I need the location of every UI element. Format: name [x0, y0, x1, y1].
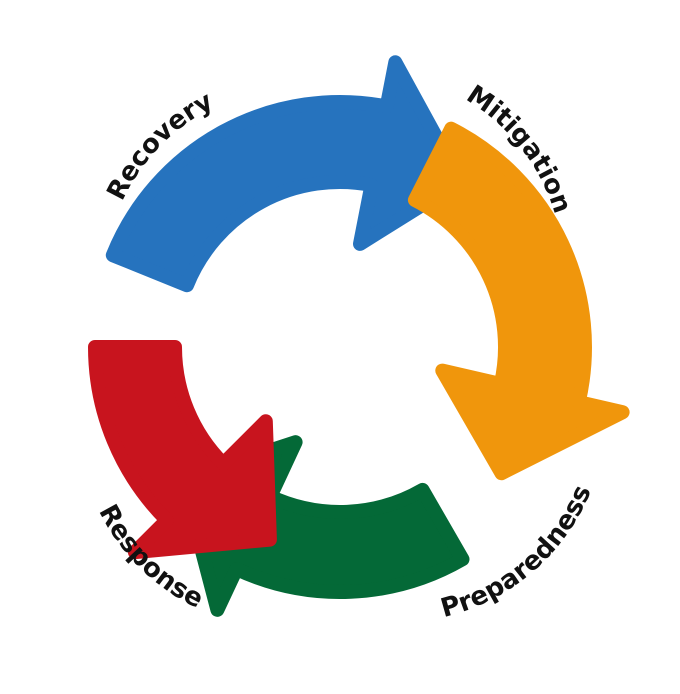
response-arrow-shape [88, 340, 277, 560]
mitigation-arrow: Mitigation [407, 80, 630, 481]
recovery-arrow: Recovery [101, 55, 468, 293]
recovery-arrow-shape [105, 55, 468, 293]
mitigation-arrow-shape [407, 121, 630, 481]
